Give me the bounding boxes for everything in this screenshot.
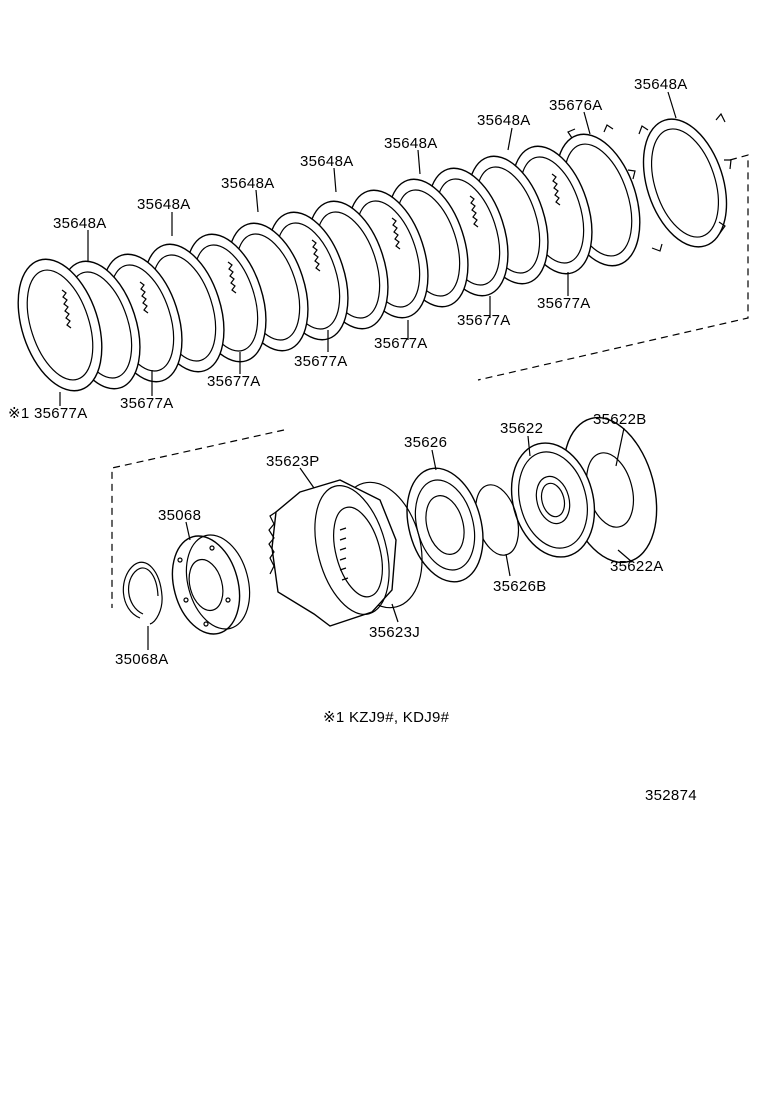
- snap-ring-35068a: [122, 561, 163, 625]
- label-35626: 35626: [404, 434, 447, 451]
- applicability-footnote: ※1 KZJ9#, KDJ9#: [323, 709, 450, 726]
- label-35677a-4: 35677A: [374, 335, 428, 352]
- label-35677a-6: 35677A: [537, 295, 591, 312]
- label-35677a-note: ※1 35677A: [8, 405, 88, 422]
- label-35626b: 35626B: [493, 578, 547, 595]
- steel-plate-35648a-rear: [638, 112, 732, 252]
- label-35622b: 35622B: [593, 411, 647, 428]
- label-35623j: 35623J: [369, 624, 420, 641]
- lower-part-labels: 35622B 35622 35626 35623P 35068 35622A 3…: [115, 411, 664, 668]
- label-35677a-5: 35677A: [457, 312, 511, 329]
- label-35677a-2: 35677A: [207, 373, 261, 390]
- label-35622a: 35622A: [610, 558, 664, 575]
- label-35623p: 35623P: [266, 453, 320, 470]
- label-35648a-6: 35648A: [477, 112, 531, 129]
- label-35677a-1: 35677A: [120, 395, 174, 412]
- clutch-disc-stack: [17, 145, 593, 392]
- label-35648a-1: 35648A: [53, 215, 107, 232]
- label-35648a-rear: 35648A: [634, 76, 688, 93]
- lower-leader-lines: [147, 427, 633, 650]
- upper-part-labels: 35648A 35676A 35648A 35648A 35648A 35648…: [8, 76, 688, 422]
- bearing-35068: [171, 534, 251, 635]
- piston-35622: [510, 442, 596, 558]
- label-35648a-3: 35648A: [221, 175, 275, 192]
- label-35648a-5: 35648A: [384, 135, 438, 152]
- label-35677a-3: 35677A: [294, 353, 348, 370]
- label-35648a-2: 35648A: [137, 196, 191, 213]
- label-35068: 35068: [158, 507, 201, 524]
- dashed-guide-upper-right: [477, 154, 749, 381]
- clutch-drum-35623p: [268, 479, 397, 627]
- label-35676a: 35676A: [549, 97, 603, 114]
- label-35068a: 35068A: [115, 651, 169, 668]
- label-35648a-4: 35648A: [300, 153, 354, 170]
- hub-35626: [406, 467, 484, 583]
- upper-leader-lines: [59, 91, 677, 406]
- dashed-guide-lower-left: [111, 429, 285, 608]
- diagram-code: 352874: [645, 787, 697, 804]
- label-35622: 35622: [500, 420, 543, 437]
